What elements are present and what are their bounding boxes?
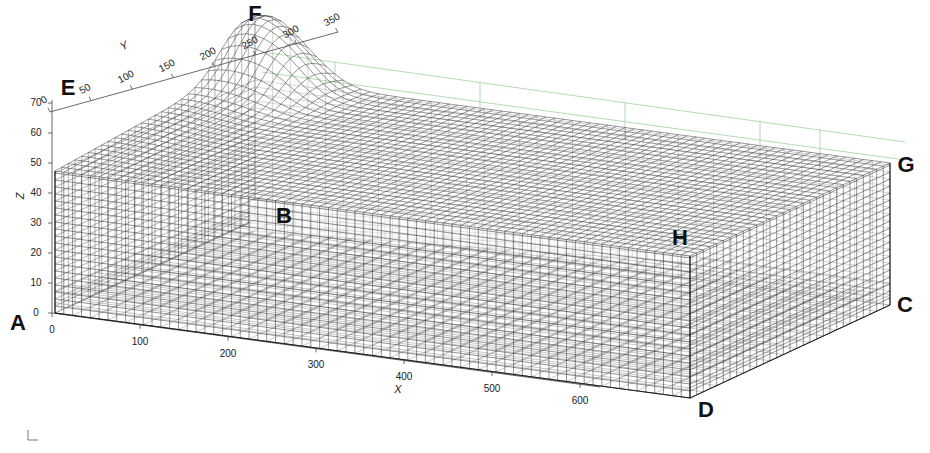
x-tick-number: 100: [132, 337, 149, 347]
x-tick-number: 0: [49, 325, 55, 335]
z-tick-number: 40: [30, 188, 41, 198]
y-tick-number: 200: [199, 46, 218, 63]
light-layer-grid: [250, 200, 700, 263]
right-face-grid: [690, 163, 890, 398]
axis-icon-line: [28, 430, 29, 440]
point-letter: H: [672, 227, 688, 249]
point-letter: D: [698, 399, 714, 421]
y-tick-number: 50: [78, 82, 93, 96]
x-tick-number: 200: [220, 349, 237, 359]
box-edge: [55, 163, 890, 398]
y-tick-number: 150: [158, 57, 177, 74]
y-tick-number: 300: [281, 23, 300, 40]
point-letter: C: [897, 294, 913, 316]
tick-mark: [48, 28, 580, 388]
y-tick-number: 250: [240, 35, 259, 52]
x-tick-number: 600: [572, 396, 589, 406]
axis-box: [262, 52, 905, 168]
axis-box-line: [760, 121, 761, 160]
x-tick-number: 300: [308, 360, 325, 370]
axis-name: Z: [15, 193, 26, 200]
axis-box-line: [480, 82, 481, 118]
point-letter: F: [248, 3, 261, 25]
point-letter: E: [61, 77, 76, 99]
axis-box-line: [820, 129, 821, 168]
axis-name: X: [394, 384, 401, 395]
front-face-grid: [55, 171, 690, 398]
point-letter: B: [276, 205, 292, 227]
axis-name: Y: [118, 39, 130, 52]
y-tick-number: 350: [322, 12, 341, 29]
z-tick-number: 10: [30, 278, 41, 288]
x-tick-number: 500: [484, 384, 501, 394]
point-letter: A: [10, 312, 26, 334]
y-tick-number: 100: [116, 69, 135, 86]
z-tick-number: 20: [30, 248, 41, 258]
top-surface-grid: [55, 16, 890, 257]
axis-box-line: [262, 72, 905, 160]
z-tick-number: 60: [30, 128, 41, 138]
point-letter: G: [897, 154, 914, 176]
x-tick-number: 400: [396, 372, 413, 382]
z-tick-number: 70: [30, 98, 41, 108]
z-tick-number: 0: [33, 308, 39, 318]
z-tick-number: 30: [30, 218, 41, 228]
light-layer-band: [250, 200, 700, 263]
layer-grid: [55, 198, 890, 398]
z-tick-number: 50: [30, 158, 41, 168]
axis-icon-line: [28, 440, 38, 441]
z-axis: [52, 100, 53, 313]
axis-box-line: [262, 52, 905, 142]
axis-icon: [28, 430, 38, 440]
grid-mesh: [48, 16, 890, 399]
